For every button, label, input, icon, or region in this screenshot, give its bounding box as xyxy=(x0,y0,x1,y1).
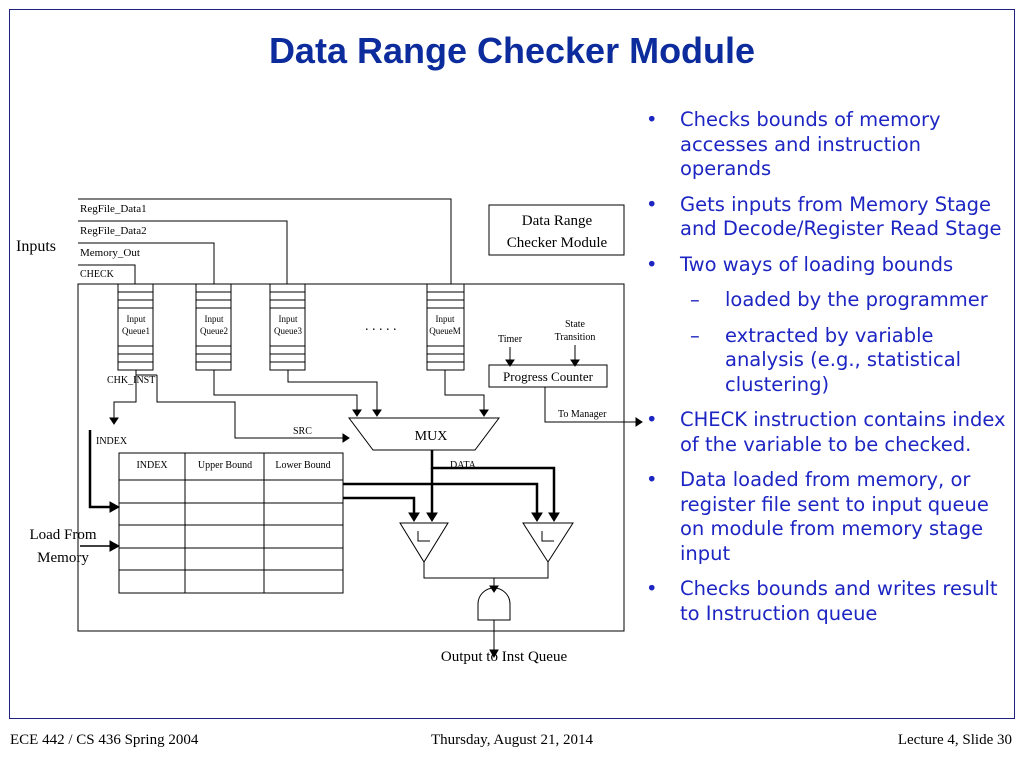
bullet-item: Data loaded from memory, or register fil… xyxy=(640,468,1015,566)
queuem-label-l2: QueueM xyxy=(429,326,461,336)
module-label-line2: Checker Module xyxy=(507,235,608,251)
line-check xyxy=(78,264,136,284)
footer-course: ECE 442 / CS 436 Spring 2004 xyxy=(10,732,199,748)
lower-bound-arrowhead xyxy=(408,512,420,522)
timer-label: Timer xyxy=(498,334,523,345)
bullet-item: Two ways of loading bounds xyxy=(640,253,1015,278)
mux-shape xyxy=(348,417,500,451)
state-arrowhead xyxy=(570,359,580,367)
signal-check: CHECK xyxy=(80,269,115,280)
upper-bound-arrowhead xyxy=(531,512,543,522)
footer-slide-number: Lecture 4, Slide 30 xyxy=(897,732,1012,748)
queue3-label-l2: Queue3 xyxy=(274,326,302,336)
comparator-1 xyxy=(399,522,449,563)
module-label-line1: Data Range xyxy=(522,213,593,229)
table-header-upper-bound: Upper Bound xyxy=(198,460,252,471)
bounds-table: INDEX Upper Bound Lower Bound xyxy=(118,452,344,594)
signal-regfile-data2: RegFile_Data2 xyxy=(80,225,147,237)
progress-counter-label: Progress Counter xyxy=(503,369,594,384)
chk-inst-arrowhead xyxy=(109,417,119,425)
to-manager-label: To Manager xyxy=(558,409,607,420)
queue3-label-l1: Input xyxy=(279,314,298,324)
queue1-to-src xyxy=(135,370,157,376)
signal-regfile-data1: RegFile_Data1 xyxy=(80,203,147,215)
bullet-item: CHECK instruction contains index of the … xyxy=(640,408,1015,457)
queue2-arrowhead xyxy=(352,409,362,417)
queue1-label-l2: Queue1 xyxy=(122,326,150,336)
footer-date: Thursday, August 21, 2014 xyxy=(431,732,593,748)
signal-memory-out: Memory_Out xyxy=(80,247,140,259)
timer-arrowhead xyxy=(505,359,515,367)
input-queue-3: Input Queue3 xyxy=(269,283,306,371)
load-from-l1: Load From xyxy=(29,527,96,543)
mux-label: MUX xyxy=(415,429,448,444)
input-queue-1: Input Queue1 xyxy=(117,283,154,371)
queue1-label-l1: Input xyxy=(127,314,146,324)
slide-title: Data Range Checker Module xyxy=(268,30,756,71)
upper-bound-line xyxy=(343,482,539,515)
queue2-label-l1: Input xyxy=(205,314,224,324)
queue-ellipsis: . . . . . xyxy=(365,319,397,334)
index-arrow-label: INDEX xyxy=(96,436,128,447)
src-label: SRC xyxy=(293,426,312,437)
state-transition-l2: Transition xyxy=(555,332,596,343)
queue3-arrowhead xyxy=(372,409,382,417)
index-arrowhead xyxy=(109,501,121,513)
input-queue-m: Input QueueM xyxy=(426,283,465,371)
queuem-arrowhead xyxy=(479,409,489,417)
lower-bound-line xyxy=(343,496,416,515)
and-gate xyxy=(477,587,511,621)
and-input-arrowhead xyxy=(489,585,499,593)
bullet-item: Checks bounds of memory accesses and ins… xyxy=(640,108,1015,182)
to-manager-line xyxy=(544,387,638,423)
sub-bullet-item: loaded by the programmer xyxy=(640,288,1015,313)
queue3-to-mux xyxy=(287,370,378,412)
line-regfile-data1 xyxy=(78,198,452,284)
sub-bullet-item: extracted by variable analysis (e.g., st… xyxy=(640,324,1015,398)
data-comp1-arrowhead xyxy=(426,512,438,522)
bullet-list: Checks bounds of memory accesses and ins… xyxy=(640,108,1015,637)
module-box xyxy=(77,283,625,632)
data-line xyxy=(430,450,556,515)
chk-inst-label: CHK_INST xyxy=(107,375,155,386)
progress-counter-box xyxy=(488,364,608,388)
comparator-2 xyxy=(522,522,574,563)
queue2-to-mux xyxy=(213,370,358,412)
table-header-index: INDEX xyxy=(136,460,168,471)
data-label: DATA xyxy=(450,460,477,471)
output-label: Output to Inst Queue xyxy=(441,649,568,665)
queuem-to-mux xyxy=(444,370,485,412)
inputs-label: Inputs xyxy=(16,238,56,255)
load-from-arrowhead xyxy=(109,540,121,552)
module-label-box xyxy=(488,204,625,256)
index-line xyxy=(88,430,112,509)
line-regfile-data2 xyxy=(78,220,288,284)
line-memory-out xyxy=(78,242,215,284)
chk-inst-line xyxy=(113,370,137,420)
input-queue-2: Input Queue2 xyxy=(195,283,232,371)
bullet-item: Gets inputs from Memory Stage and Decode… xyxy=(640,193,1015,242)
state-transition-l1: State xyxy=(565,319,586,330)
data-comp2-arrowhead xyxy=(548,512,560,522)
load-from-l2: Memory xyxy=(37,550,89,566)
output-arrowhead xyxy=(489,649,499,659)
to-manager-arrowhead xyxy=(635,417,643,427)
comp-to-and xyxy=(423,562,549,588)
table-header-lower-bound: Lower Bound xyxy=(275,460,330,471)
queue2-label-l2: Queue2 xyxy=(200,326,228,336)
src-line xyxy=(156,375,345,439)
queuem-label-l1: Input xyxy=(436,314,455,324)
src-arrowhead xyxy=(342,433,350,443)
bullet-item: Checks bounds and writes result to Instr… xyxy=(640,577,1015,626)
